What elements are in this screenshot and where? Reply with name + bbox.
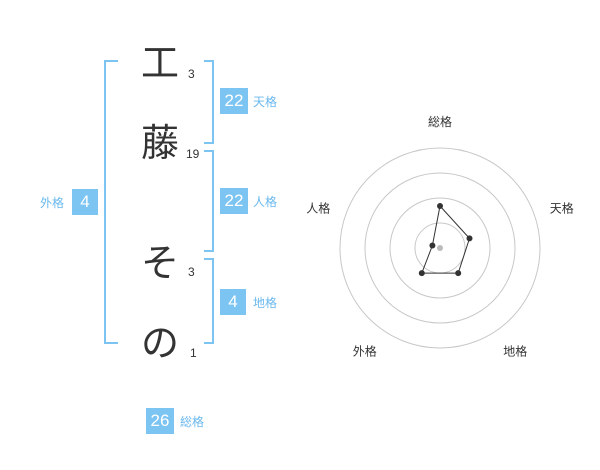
tenkaku-value-badge: 22 [220, 88, 248, 114]
radar-ring-2 [389, 197, 491, 299]
name-char-2: 藤 [140, 121, 179, 165]
name-char-1: 工 [140, 41, 179, 85]
gaikaku-value-badge: 4 [72, 189, 98, 215]
soukaku-label: 総格 [180, 415, 205, 429]
radar-ring-3 [364, 172, 516, 324]
radar-center-dot [437, 245, 443, 251]
stroke-count-3: 3 [188, 265, 195, 279]
gaikaku-label: 外格 [40, 196, 65, 210]
chikaku-value-badge: 4 [220, 289, 246, 315]
radar-axis-label-3: 地格 [503, 344, 527, 359]
radar-series-polygon [421, 204, 471, 274]
jinkaku-value-badge: 22 [220, 188, 248, 214]
radar-ring-4 [339, 147, 541, 349]
name-char-4: の [140, 321, 179, 365]
radar-point-3 [455, 270, 462, 277]
radar-point-5 [429, 242, 436, 249]
name-char-3: そ [140, 241, 179, 285]
radar-axis-label-4: 外格 [353, 344, 377, 359]
soukaku-value-badge: 26 [146, 408, 174, 434]
tenkaku-bracket [204, 60, 214, 144]
chikaku-label: 地格 [253, 296, 278, 310]
stroke-count-2: 19 [186, 147, 200, 161]
jinkaku-label: 人格 [253, 195, 278, 209]
gaikaku-bracket [104, 60, 118, 344]
tenkaku-label: 天格 [253, 95, 278, 109]
radar-axis-label-2: 天格 [550, 200, 574, 215]
radar-point-1 [437, 203, 443, 209]
jinkaku-bracket [204, 150, 214, 252]
chikaku-bracket [204, 258, 214, 344]
radar-axis-label-5: 人格 [306, 200, 330, 215]
stroke-count-4: 1 [190, 346, 197, 360]
stroke-count-1: 3 [188, 67, 195, 81]
radar-axis-label-1: 総格 [428, 114, 452, 129]
radar-point-2 [466, 235, 473, 242]
radar-point-4 [418, 270, 425, 277]
